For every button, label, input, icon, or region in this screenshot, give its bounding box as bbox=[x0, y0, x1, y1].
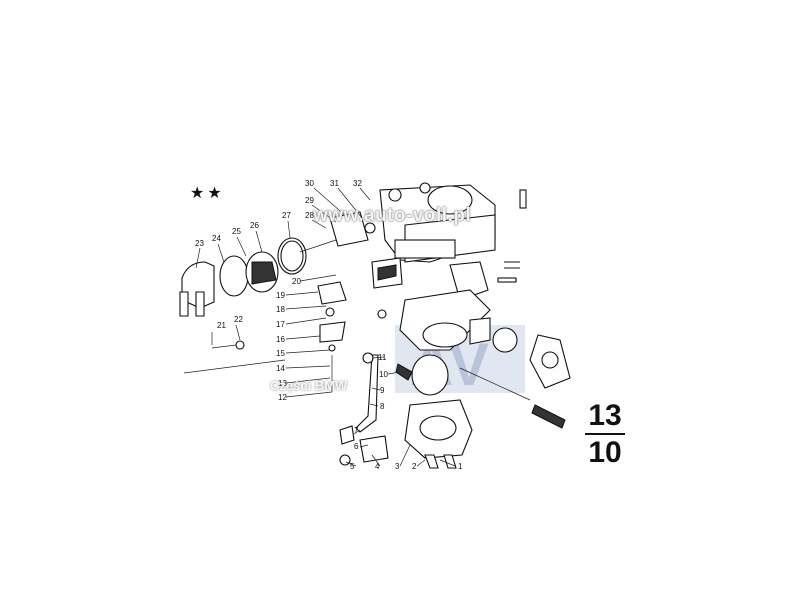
callout-32: 32 bbox=[353, 179, 362, 188]
carburetor-body bbox=[399, 289, 518, 396]
callout-22: 22 bbox=[234, 315, 243, 324]
callout-12: 12 bbox=[278, 393, 287, 402]
page-number: 13 10 bbox=[585, 400, 625, 469]
group-number: 13 bbox=[588, 399, 622, 432]
throttle-shaft bbox=[299, 211, 376, 253]
callout-26: 26 bbox=[250, 221, 259, 230]
callout-11: 11 bbox=[378, 353, 387, 362]
callout-30: 30 bbox=[305, 179, 314, 188]
callout-19: 19 bbox=[276, 291, 285, 300]
callout-9: 9 bbox=[380, 386, 385, 395]
screws bbox=[377, 189, 527, 319]
callout-1: 1 bbox=[458, 462, 463, 471]
callout-31: 31 bbox=[330, 179, 339, 188]
callout-21: 21 bbox=[217, 321, 226, 330]
callout-18: 18 bbox=[276, 305, 285, 314]
callout-14: 14 bbox=[276, 364, 285, 373]
fuel-inlet-parts bbox=[339, 352, 413, 466]
watermark-url: www.auto-voll.pl bbox=[313, 205, 472, 226]
callout-7: 7 bbox=[354, 426, 359, 435]
section-number: 10 bbox=[588, 436, 622, 469]
carburetor-top bbox=[379, 182, 496, 263]
callout-15: 15 bbox=[276, 349, 285, 358]
float-chamber bbox=[371, 257, 489, 301]
callout-24: 24 bbox=[212, 234, 221, 243]
callout-27: 27 bbox=[282, 211, 291, 220]
callout-16: 16 bbox=[276, 335, 285, 344]
callout-3: 3 bbox=[395, 462, 400, 471]
callout-8: 8 bbox=[380, 402, 385, 411]
callout-28: 28 bbox=[305, 211, 314, 220]
carburetor-base bbox=[404, 399, 473, 469]
callout-labels: 1 2 3 4 5 6 7 8 9 10 11 12 13 14 15 16 1… bbox=[195, 179, 463, 471]
callout-5: 5 bbox=[350, 462, 355, 471]
stars-marker: ★★ bbox=[190, 183, 225, 202]
callout-6: 6 bbox=[354, 442, 359, 451]
leader-lines bbox=[183, 187, 456, 467]
callout-2: 2 bbox=[412, 462, 417, 471]
callout-20: 20 bbox=[292, 277, 301, 286]
callout-10: 10 bbox=[379, 370, 388, 379]
fraction-rule bbox=[585, 433, 625, 435]
callout-4: 4 bbox=[375, 462, 380, 471]
choke-parts bbox=[211, 281, 347, 392]
callout-25: 25 bbox=[232, 227, 241, 236]
accelerator-pump bbox=[459, 334, 571, 429]
callout-13: 13 bbox=[278, 379, 287, 388]
cover-assembly bbox=[179, 237, 307, 317]
callout-29: 29 bbox=[305, 196, 314, 205]
watermark-subtitle: Części BMW bbox=[270, 378, 348, 393]
callout-23: 23 bbox=[195, 239, 204, 248]
callout-17: 17 bbox=[276, 320, 285, 329]
